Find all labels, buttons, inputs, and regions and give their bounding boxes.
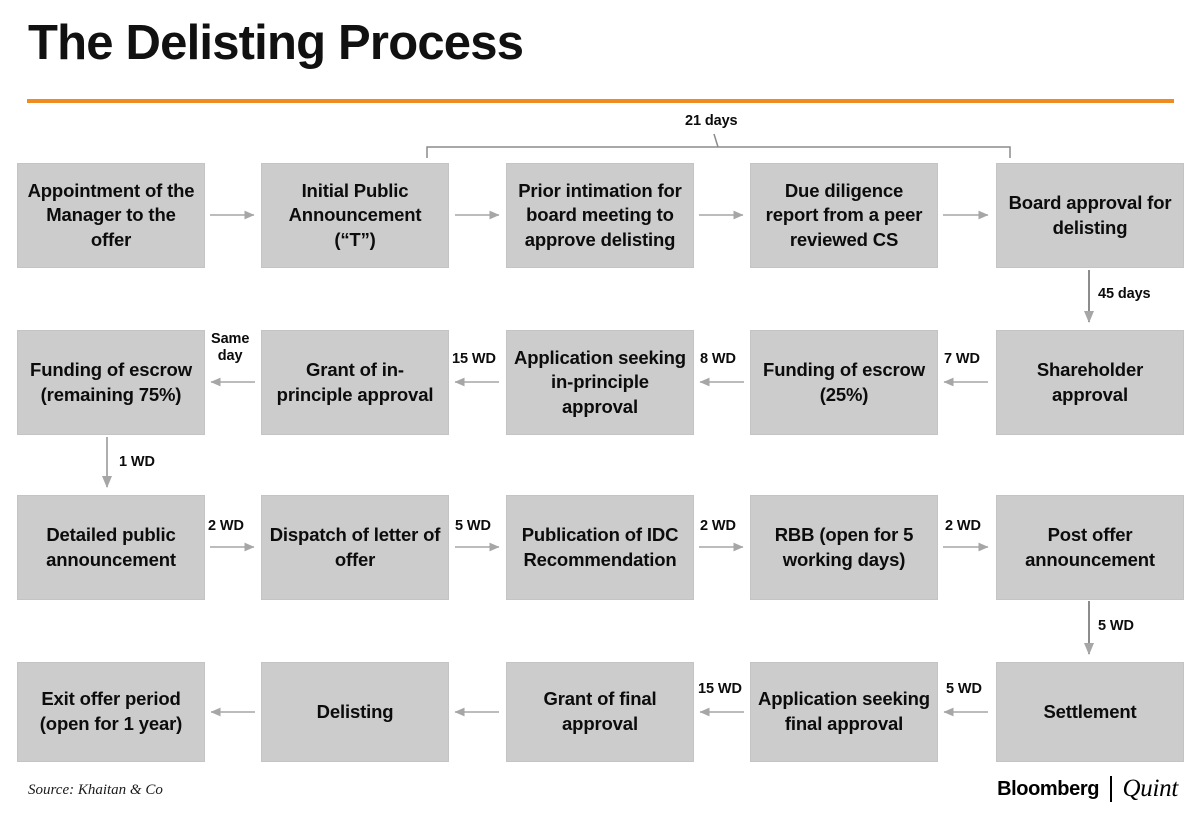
edge-label-e_sameday: Same day xyxy=(211,331,250,365)
flow-node-n20[interactable]: Settlement xyxy=(996,662,1184,762)
flow-node-n15[interactable]: Post offer announcement xyxy=(996,495,1184,600)
flow-node-n4[interactable]: Due diligence report from a peer reviewe… xyxy=(750,163,938,268)
flow-node-label: Detailed public announcement xyxy=(46,523,176,570)
flow-node-label: Application seeking in-principle approva… xyxy=(514,346,686,417)
page-title: The Delisting Process xyxy=(28,16,524,70)
flow-node-label: Dispatch of letter of offer xyxy=(269,523,441,570)
flow-node-n5[interactable]: Board approval for delisting xyxy=(996,163,1184,268)
brand-divider xyxy=(1110,776,1112,802)
flow-node-label: Post offer announcement xyxy=(1025,523,1155,570)
flow-node-n14[interactable]: RBB (open for 5 working days) xyxy=(750,495,938,600)
flow-node-label: Due diligence report from a peer reviewe… xyxy=(765,179,923,250)
flow-node-n18[interactable]: Grant of final approval xyxy=(506,662,694,762)
flow-node-label: Shareholder approval xyxy=(1036,358,1144,405)
flow-node-n16[interactable]: Exit offer period (open for 1 year) xyxy=(17,662,205,762)
flow-node-n8[interactable]: Application seeking in-principle approva… xyxy=(506,330,694,435)
flow-node-label: Delisting xyxy=(316,700,394,722)
flow-node-label: Grant of final approval xyxy=(543,688,657,734)
edge-label-e_45days: 45 days xyxy=(1098,286,1151,302)
brand-logo: Bloomberg Quint xyxy=(997,775,1178,803)
edge-label-e_5wd_a: 5 WD xyxy=(455,518,491,534)
flow-node-label: Funding of escrow (remaining 75%) xyxy=(30,358,192,405)
flow-node-n19[interactable]: Application seeking final approval xyxy=(750,662,938,762)
bracket-21-days xyxy=(426,133,1011,158)
title-underline-rule xyxy=(27,99,1174,103)
flow-node-n12[interactable]: Dispatch of letter of offer xyxy=(261,495,449,600)
flow-node-n17[interactable]: Delisting xyxy=(261,662,449,762)
flow-node-n6[interactable]: Funding of escrow (remaining 75%) xyxy=(17,330,205,435)
flow-node-n13[interactable]: Publication of IDC Recommendation xyxy=(506,495,694,600)
flow-node-label: Settlement xyxy=(1043,700,1137,722)
flow-node-label: Application seeking final approval xyxy=(758,688,930,734)
flow-node-label: Exit offer period (open for 1 year) xyxy=(39,688,183,734)
edge-label-e_5wd_b: 5 WD xyxy=(1098,618,1134,634)
flow-node-n1[interactable]: Appointment of the Manager to the offer xyxy=(17,163,205,268)
edge-label-e_1wd: 1 WD xyxy=(119,454,155,470)
brand-bloomberg-text: Bloomberg xyxy=(997,777,1100,800)
source-note: Source: Khaitan & Co xyxy=(28,782,163,798)
edge-label-e_bracket: 21 days xyxy=(685,113,738,129)
edge-label-e_8wd: 8 WD xyxy=(700,351,736,367)
edge-label-e_15wd_r2: 15 WD xyxy=(452,351,496,367)
flow-node-label: Publication of IDC Recommendation xyxy=(521,523,679,570)
flow-node-label: RBB (open for 5 working days) xyxy=(774,523,914,570)
flow-node-label: Grant of in-principle approval xyxy=(276,358,434,405)
edge-label-e_15wd_r4: 15 WD xyxy=(698,681,742,697)
flow-node-n7[interactable]: Grant of in-principle approval xyxy=(261,330,449,435)
flow-node-label: Appointment of the Manager to the offer xyxy=(27,179,195,250)
flow-node-n9[interactable]: Funding of escrow (25%) xyxy=(750,330,938,435)
flow-node-n3[interactable]: Prior intimation for board meeting to ap… xyxy=(506,163,694,268)
flow-node-label: Initial Public Announcement (“T”) xyxy=(288,179,422,250)
edge-label-e_2wd_a: 2 WD xyxy=(208,518,244,534)
flow-node-label: Board approval for delisting xyxy=(1008,191,1172,238)
flow-node-label: Funding of escrow (25%) xyxy=(763,358,925,405)
edge-label-e_2wd_c: 2 WD xyxy=(945,518,981,534)
flow-node-n11[interactable]: Detailed public announcement xyxy=(17,495,205,600)
brand-quint-text: Quint xyxy=(1122,775,1179,802)
flow-node-label: Prior intimation for board meeting to ap… xyxy=(518,179,682,250)
edge-label-e_2wd_b: 2 WD xyxy=(700,518,736,534)
flow-node-n10[interactable]: Shareholder approval xyxy=(996,330,1184,435)
flow-node-n2[interactable]: Initial Public Announcement (“T”) xyxy=(261,163,449,268)
edge-label-e_7wd: 7 WD xyxy=(944,351,980,367)
edge-label-e_5wd_c: 5 WD xyxy=(946,681,982,697)
